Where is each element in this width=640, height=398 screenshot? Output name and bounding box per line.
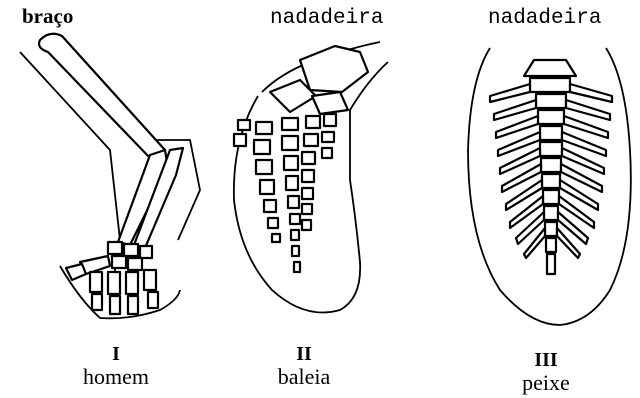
- axis-bone: [542, 174, 560, 188]
- carpal-bone: [112, 256, 126, 268]
- finger-bone: [288, 196, 299, 208]
- caption-fish: III peixe: [476, 350, 616, 394]
- finger-bone: [256, 160, 272, 174]
- axis-bone: [547, 254, 555, 274]
- humerus-bone: [39, 34, 165, 158]
- carpal-bone: [140, 246, 152, 258]
- axis-bone: [540, 126, 562, 140]
- caption-human: I homem: [46, 344, 186, 388]
- finger-bone: [302, 170, 314, 182]
- fin-ray: [494, 100, 536, 120]
- finger-bone: [290, 214, 300, 224]
- hand-bones: [60, 242, 180, 318]
- carpal-bone: [124, 244, 138, 256]
- flipper-carpal: [312, 92, 348, 114]
- caption-numeral: II: [234, 344, 374, 365]
- finger-bone: [108, 272, 120, 294]
- finger-bone: [254, 140, 270, 154]
- finger-bone: [304, 134, 318, 146]
- finger-bone: [292, 246, 299, 256]
- caption-name: homem: [83, 364, 149, 389]
- finger-bone: [260, 180, 274, 194]
- finger-bone: [272, 234, 280, 242]
- caption-name: peixe: [522, 370, 570, 395]
- fin-ray: [570, 84, 612, 102]
- finger-bone: [268, 218, 278, 228]
- finger-bone: [302, 204, 312, 214]
- finger-bone: [282, 118, 298, 130]
- caption-numeral: I: [46, 344, 186, 365]
- fish-fin-drawing: [468, 48, 631, 325]
- fin-ray: [490, 84, 530, 102]
- finger-bone: [322, 132, 334, 142]
- axis-bone: [536, 94, 566, 108]
- finger-bone: [144, 270, 156, 290]
- finger-bone: [291, 230, 299, 240]
- finger-bone: [110, 296, 120, 314]
- finger-bone: [302, 152, 315, 164]
- axis-bone: [530, 78, 570, 92]
- finger-bone: [282, 136, 298, 150]
- caption-name: baleia: [278, 364, 331, 389]
- finger-bone: [306, 116, 320, 128]
- finger-bone: [322, 148, 332, 158]
- carpal-bone: [128, 258, 142, 270]
- finger-bone: [324, 114, 336, 126]
- caption-whale: II baleia: [234, 344, 374, 388]
- axis-bone: [538, 110, 564, 124]
- axis-bone: [524, 60, 576, 76]
- finger-bone: [92, 294, 102, 310]
- finger-bone: [126, 272, 138, 294]
- finger-bone: [302, 220, 311, 230]
- finger-bone: [264, 200, 276, 212]
- finger-bone: [234, 134, 246, 146]
- axis-bone: [545, 222, 557, 236]
- fin-ray: [566, 100, 610, 120]
- finger-bone: [128, 296, 138, 314]
- axis-bone: [544, 206, 558, 220]
- flipper-arm-bone: [300, 46, 368, 92]
- whale-flipper-drawing: [234, 42, 388, 313]
- axis-bone: [541, 158, 561, 172]
- finger-bone: [286, 176, 298, 190]
- axis-bone: [543, 190, 559, 204]
- finger-bone: [90, 272, 102, 292]
- axis-bone: [540, 142, 562, 156]
- axis-bone: [546, 238, 556, 252]
- flipper-finger-bones: [234, 114, 336, 272]
- finger-bone: [256, 122, 272, 134]
- finger-bone: [294, 262, 300, 272]
- carpal-bone: [108, 242, 122, 254]
- thumb-bone: [66, 264, 86, 280]
- human-arm-drawing: [20, 34, 200, 319]
- finger-bone: [148, 292, 158, 308]
- finger-bone: [284, 156, 298, 170]
- finger-bone: [238, 120, 250, 130]
- caption-numeral: III: [476, 350, 616, 371]
- finger-bone: [302, 188, 313, 199]
